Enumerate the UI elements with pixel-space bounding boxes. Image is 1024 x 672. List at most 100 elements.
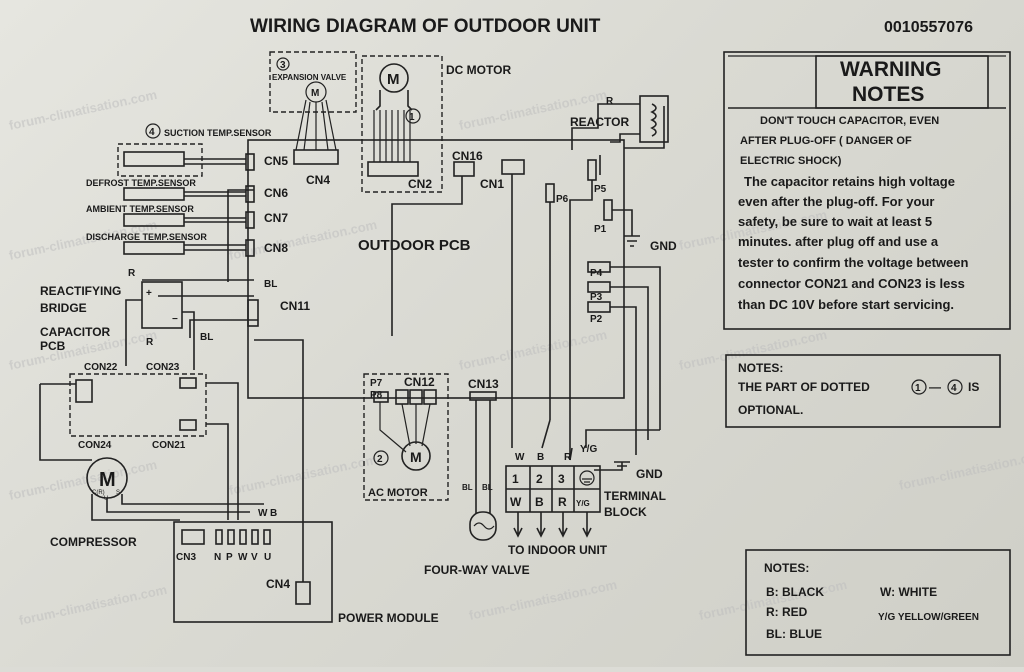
connector-cn13: CN13 [468, 377, 499, 391]
power-pin: V [251, 552, 258, 563]
warning-line: DON'T TOUCH CAPACITOR, EVEN [760, 115, 939, 127]
ac-motor-label: AC MOTOR [368, 487, 428, 499]
color-legend-yellow-green: Y/G YELLOW/GREEN [878, 612, 979, 623]
wire-letter-bl: BL [462, 483, 473, 492]
optional-mark-4: 4 [149, 127, 155, 138]
bridge-minus: − [172, 314, 178, 325]
connector-cn4-bottom: CN4 [266, 577, 290, 591]
connector-con21: CON21 [152, 440, 186, 451]
reactor: REACTOR R [570, 95, 669, 175]
terminal-wire: Y/G [576, 499, 590, 508]
connector-p4: P4 [590, 268, 603, 279]
wire-letter-w: W [258, 508, 268, 519]
dc-motor: DC MOTOR M 1 CN2 [361, 55, 511, 193]
warning-line: AFTER PLUG-OFF ( DANGER OF [740, 135, 912, 147]
connector-p8: P8 [370, 390, 383, 401]
terminal-block-label-2: BLOCK [604, 505, 647, 519]
ac-motor: P7 P8 CN12 M 2 AC MOTOR [363, 373, 449, 501]
power-pin: P [226, 552, 233, 563]
wire-letter-yg: Y/G [580, 444, 597, 455]
connector-cn12: CN12 [404, 375, 435, 389]
color-legend-white: W: WHITE [880, 585, 937, 599]
compressor: M C(R) S U COMPRESSOR [50, 457, 264, 549]
warning-notes-box: WARNING NOTES DON'T TOUCH CAPACITOR, EVE… [723, 51, 1011, 330]
motor-symbol: M [410, 449, 422, 465]
connector-p5: P5 [594, 184, 607, 195]
terminal-wire: B [535, 495, 544, 509]
watermark: forum-climatisation.com [8, 457, 159, 503]
wire-letter-bl: BL [200, 332, 213, 343]
power-pin: W [238, 552, 248, 563]
wire-letter-bl: BL [482, 483, 493, 492]
optional-notes-line2: OPTIONAL. [738, 403, 803, 417]
suction-sensor-label: SUCTION TEMP.SENSOR [164, 128, 272, 138]
watermark: forum-climatisation.com [8, 87, 159, 133]
reactor-label: REACTOR [570, 115, 629, 129]
connector-cn11: CN11 [280, 299, 310, 313]
connector-cn2: CN2 [408, 177, 432, 191]
connector-cn6: CN6 [264, 186, 288, 200]
outdoor-pcb-label: OUTDOOR PCB [358, 237, 471, 254]
optional-notes-line1: THE PART OF DOTTED [738, 380, 870, 394]
warning-line: connector CON21 and CON23 is less [738, 276, 965, 291]
expansion-valve: 3 EXPANSION VALVE M CN4 [269, 51, 357, 187]
watermark: forum-climatisation.com [898, 447, 1024, 493]
diagram-title: WIRING DIAGRAM OF OUTDOOR UNIT [250, 16, 601, 37]
connector-p6: P6 [556, 194, 569, 205]
optional-mark-1: 1 [409, 112, 415, 123]
motor-symbol: M [387, 71, 400, 88]
connector-cn16: CN16 [452, 149, 483, 163]
warning-line: than DC 10V before start servicing. [738, 297, 954, 312]
wire-letter-r: R [606, 96, 614, 107]
connector-p1: P1 [594, 224, 607, 235]
warning-line: minutes. after plug off and use a [738, 234, 939, 249]
optional-mark-3: 3 [280, 60, 286, 71]
wire-letter-bl: BL [264, 279, 277, 290]
terminal-number: 3 [558, 472, 565, 486]
color-legend-box: NOTES: B: BLACK R: RED BL: BLUE W: WHITE… [745, 549, 1011, 656]
sensor-group: 4 SUCTION TEMP.SENSOR CN5 DEFROST TEMP.S… [86, 123, 288, 257]
wire-letter-r: R [146, 337, 154, 348]
connector-cn7: CN7 [264, 211, 288, 225]
warning-line: ELECTRIC SHOCK) [740, 155, 842, 167]
compressor-pin: U [104, 496, 108, 502]
connector-p3: P3 [590, 292, 603, 303]
power-module: CN3 N P W V U W B CN4 POWER MODULE [173, 339, 439, 625]
wire-letter-b: B [270, 508, 277, 519]
wire-letter-r: R [128, 268, 136, 279]
connector-p7: P7 [370, 378, 383, 389]
watermark: forum-climatisation.com [18, 582, 169, 628]
gnd-label-terminal: GND [636, 467, 663, 481]
reactifying-bridge: REACTIFYING BRIDGE + − R BL R BL [40, 268, 277, 370]
bridge-plus: + [146, 288, 152, 299]
warning-line: even after the plug-off. For your [738, 194, 934, 209]
watermark: forum-climatisation.com [458, 327, 609, 373]
optional-range-end: 4 [951, 383, 957, 394]
warning-line: safety, be sure to wait at least 5 [738, 214, 932, 229]
color-legend-heading: NOTES: [764, 561, 809, 575]
color-legend-black: B: BLACK [766, 585, 824, 599]
capacitor-pcb-label-1: CAPACITOR [40, 325, 111, 339]
warning-line: The capacitor retains high voltage [744, 174, 955, 189]
document-number: 0010557076 [884, 19, 973, 36]
optional-range-dash: — [929, 380, 941, 394]
warning-line: tester to confirm the voltage between [738, 255, 968, 270]
connector-con22: CON22 [84, 362, 118, 373]
connector-con24: CON24 [78, 440, 112, 451]
to-indoor-unit-label: TO INDOOR UNIT [508, 543, 608, 557]
power-module-label: POWER MODULE [338, 611, 439, 625]
discharge-sensor-label: DISCHARGE TEMP.SENSOR [86, 232, 207, 242]
wire-letter-r: R [564, 452, 572, 463]
expansion-valve-label: EXPANSION VALVE [272, 73, 347, 82]
terminal-number: 2 [536, 472, 543, 486]
motor-symbol: M [311, 88, 319, 99]
terminal-block-label-1: TERMINAL [604, 489, 666, 503]
connector-cn1: CN1 [480, 177, 504, 191]
connector-cn8: CN8 [264, 241, 288, 255]
capacitor-pcb-label-2: PCB [40, 339, 66, 353]
reactifying-label-1: REACTIFYING [40, 284, 121, 298]
terminal-wire: R [558, 495, 567, 509]
optional-notes-box: NOTES: THE PART OF DOTTED 1 — 4 IS OPTIO… [725, 354, 1001, 428]
ambient-sensor-label: AMBIENT TEMP.SENSOR [86, 204, 194, 214]
